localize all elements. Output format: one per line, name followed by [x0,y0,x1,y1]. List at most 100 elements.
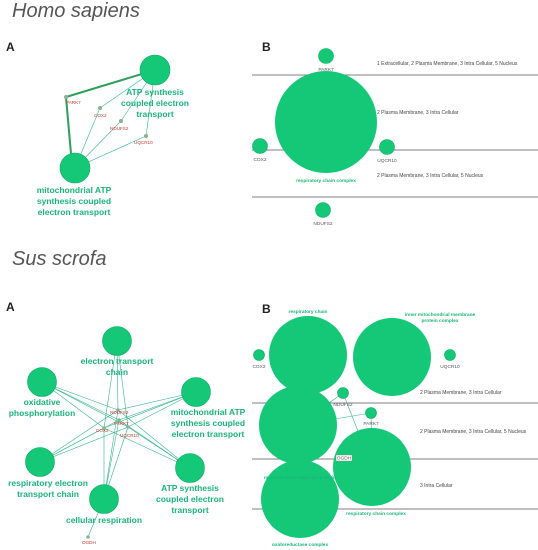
ss-node-respiratory-chain [269,316,347,394]
ss-node-electron-transport-chain [102,326,132,356]
ss-compartment-label-3: 3 Intra Cellular [420,483,453,489]
ss-loc-gene-uqcr10: UQCR10 [440,364,460,370]
ss-term-atp-line1: ATP synthesis [161,483,219,493]
ss-term-mito-line3: electron transport [172,429,245,439]
hs-location-panel: PARK7 COX2 UQCR10 NDUFS2 respiratory cha… [252,48,538,227]
ss-edge [39,426,129,463]
ss-loc-gene-ogdh: OGDH [337,456,352,462]
hs-loc-term-label: respiratory chain complex [296,178,356,184]
ss-edge [103,391,197,429]
ss-loc-term-inner-mito-line2: protein complex [421,318,458,324]
ss-term-mito-line2: synthesis coupled [171,418,245,428]
ss-node-atp-synthesis [175,453,205,483]
ss-node-mito-atp [181,377,211,407]
ss-term-etc-line2: chain [106,367,128,377]
ss-term-etc-line1: electron transport [81,356,154,366]
ss-term-oxphos-line2: phosphorylation [9,408,76,418]
hs-node-uqcr10 [379,139,395,155]
hs-loc-gene-cox2: COX2 [253,157,266,163]
ss-loc-gene-cox2: COX2 [252,364,265,370]
hs-gene-dot-uqcr10 [144,134,148,138]
species-title-sus-scrofa: Sus scrofa [12,248,106,270]
hs-gene-dot-park7 [64,95,68,99]
hs-gene-label-ndufs2: NDUFS2 [110,126,129,131]
ss-gene-dot-uqcr10 [126,425,130,429]
panel-letter-b-top: B [262,40,271,54]
ss-term-cellresp: cellular respiration [66,515,142,525]
ss-node-respiratory-electron [25,447,55,477]
hs-compartment-label-1: 1 Extracellular, 2 Plasma Membrane, 3 In… [377,61,518,67]
ss-node-park7 [365,407,377,419]
ss-network-panel: NDUFS2 PARK7 COX2 UQCR10 OGDH electron t… [8,326,246,545]
hs-term-label-line1: ATP synthesis [126,87,184,97]
ss-loc-gene-ndufs2: NDUFS2 [333,402,353,408]
ss-gene-dot-ogdh [86,535,90,539]
hs-node-mito-atp [59,152,91,184]
ss-edge [39,419,120,463]
ss-term-atp-line2: coupled electron [156,494,224,504]
ss-node-inner-mito-membrane [353,318,431,396]
ss-gene-label-uqcr10: UQCR10 [120,433,139,438]
hs-gene-label-park7: PARK7 [66,100,81,105]
ss-term-atp-line3: transport [171,505,208,515]
hs-gene-label-uqcr10: UQCR10 [134,140,153,145]
hs-network-panel: PARK7 COX2 NDUFS2 UQCR10 ATP synthesis c… [37,54,189,217]
ss-node-uqcr10 [444,349,456,361]
ss-gene-dot-ndufs2 [116,408,120,412]
hs-node-ndufs2 [315,202,331,218]
ss-gene-label-cox2: COX2 [96,428,109,433]
hs-compartment-label-2: 2 Plasma Membrane, 3 Intra Cellular [377,110,459,116]
hs-node-respiratory-chain-complex [275,71,377,173]
panel-letter-a-bottom: A [6,300,15,314]
ss-edge [41,381,129,428]
ss-node-oxidative-phosphorylation [27,367,57,397]
ss-edge [103,409,119,500]
ss-loc-term-resp-chain-complex: respiratory chain complex [346,511,406,517]
ss-node-ndufs2 [337,387,349,399]
hs-gene-dot-cox2 [98,106,102,110]
ss-node-respiratory-chain-complex [333,428,411,506]
hs-gene-dot-ndufs2 [119,119,123,123]
hs-node-cox2 [252,138,268,154]
species-title-homo-sapiens: Homo sapiens [12,0,140,22]
ss-node-cox2 [253,349,265,361]
ss-compartment-label-1: 2 Plasma Membrane, 3 Intra Cellular [420,390,502,396]
hs-term-label-line2: coupled electron [121,98,189,108]
ss-location-panel: COX2 UQCR10 NDUFS2 PARK7 OGDH respirator… [252,309,538,548]
hs-term-label-line6: electron transport [38,207,111,217]
ss-term-resp-line2: transport chain [17,489,79,499]
ss-loc-gene-ogdh-box [335,454,353,462]
hs-compartment-label-3: 2 Plasma Membrane, 3 Intra Cellular, 5 N… [377,173,484,179]
ss-compartment-label-2: 2 Plasma Membrane, 3 Intra Cellular, 5 N… [420,429,527,435]
ss-node-cellular-respiration [89,484,119,514]
hs-edge-thick-1 [65,69,156,98]
ss-term-oxphos-line1: oxidative [24,397,61,407]
ss-gene-label-park7: PARK7 [114,421,129,426]
hs-term-label-line4: mitochondrial ATP [37,185,112,195]
hs-node-atp-synthesis [139,54,171,86]
ss-gene-dot-park7 [117,418,121,422]
ss-gene-label-ogdh: OGDH [82,540,96,545]
panel-letter-a-top: A [6,40,15,54]
ss-node-mito-respiratory-chain [259,386,337,464]
ss-loc-gene-park7: PARK7 [363,421,379,427]
hs-loc-gene-park7: PARK7 [318,67,334,73]
hs-term-label-line3: transport [136,109,173,119]
hs-node-park7 [318,48,334,64]
hs-gene-label-cox2: COX2 [94,113,107,118]
ss-loc-term-oxidoreductase: oxidoreductase complex [272,542,329,548]
hs-loc-gene-ndufs2: NDUFS2 [313,221,333,227]
ss-edge [39,409,119,463]
hs-term-label-line5: synthesis coupled [37,196,111,206]
ss-edge [117,409,191,469]
ss-loc-term-respiratory-chain: respiratory chain [289,309,328,315]
ss-gene-label-ndufs2: NDUFS2 [110,410,129,415]
hs-loc-gene-uqcr10: UQCR10 [377,158,397,164]
ss-loc-term-mito-resp-chain: mitochondrial respiratory chain [264,475,336,481]
ss-term-resp-line1: respiratory electron [8,478,88,488]
ss-term-mito-line1: mitochondrial ATP [171,407,246,417]
ss-edge [103,427,191,469]
ss-gene-dot-cox2 [102,426,106,430]
ss-loc-term-inner-mito-line1: inner mitochondrial membrane [405,312,476,318]
